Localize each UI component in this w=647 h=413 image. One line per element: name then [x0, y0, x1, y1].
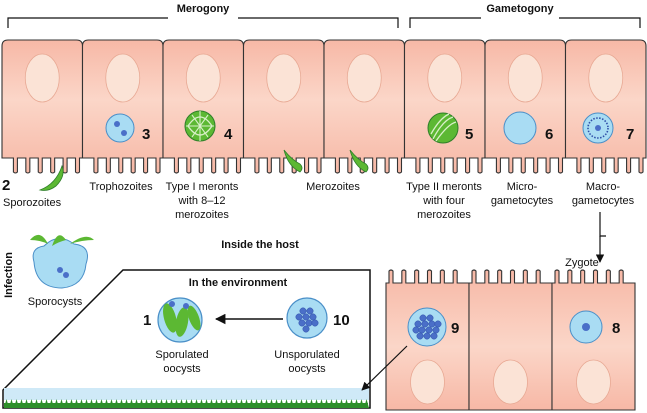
gametogony-heading: Gametogony — [486, 3, 554, 15]
stage-number-9: 9 — [451, 320, 459, 337]
stage-number-10: 10 — [333, 312, 350, 329]
stage-number-1: 1 — [143, 312, 151, 329]
label-macro-line1: Macro- — [586, 181, 621, 193]
type-i-meront-parasite — [184, 110, 216, 142]
stage-number-8: 8 — [612, 320, 620, 337]
stage-number-2: 2 — [2, 177, 10, 194]
in-environment-heading: In the environment — [189, 277, 288, 289]
label-trophozoites: Trophozoites — [89, 181, 153, 193]
stage-number-6: 6 — [545, 126, 553, 143]
label-micro-line2: gametocytes — [491, 195, 554, 207]
merozoite-shape-1 — [283, 149, 303, 173]
top-cell — [1, 39, 84, 174]
type-ii-meront-parasite — [427, 112, 459, 144]
label-sporulated-line1: Sporulated — [155, 349, 208, 361]
oocyst-in-cell — [407, 307, 447, 347]
bottom-cell — [468, 269, 553, 411]
label-type-i-line3: merozoites — [175, 209, 229, 221]
label-type-ii-line1: Type II meronts — [406, 181, 482, 193]
label-zygote: Zygote — [565, 257, 599, 269]
label-unsporulated-line2: oocysts — [288, 363, 326, 375]
sporozoite-shape — [38, 164, 64, 191]
stage-number-5: 5 — [465, 126, 473, 143]
label-unsporulated-line1: Unsporulated — [274, 349, 339, 361]
label-merozoites: Merozoites — [306, 181, 360, 193]
top-cell — [162, 39, 245, 174]
sporocyst-figure — [30, 234, 94, 289]
label-infection: Infection — [3, 252, 15, 298]
top-cell — [403, 39, 486, 174]
trophozoite-parasite — [105, 113, 135, 143]
label-type-i-line1: Type I meronts — [166, 181, 239, 193]
arrow-to-zygote — [599, 212, 606, 237]
label-micro-line1: Micro- — [507, 181, 538, 193]
stage-number-3: 3 — [142, 126, 150, 143]
unsporulated-oocyst — [286, 297, 328, 339]
top-cell — [564, 39, 647, 174]
label-type-ii-line3: merozoites — [417, 209, 471, 221]
merogony-heading: Merogony — [177, 3, 230, 15]
microgametocyte-parasite — [503, 111, 537, 145]
label-sporocysts: Sporocysts — [28, 296, 83, 308]
inside-host-heading: Inside the host — [221, 239, 299, 251]
merozoite-shape-2 — [349, 149, 369, 173]
stage-number-7: 7 — [626, 126, 634, 143]
zygote-parasite — [569, 310, 603, 344]
stage-number-4: 4 — [224, 126, 233, 143]
top-cell — [242, 39, 325, 174]
arrow-9-to-environment — [361, 345, 408, 391]
label-macro-line2: gametocytes — [572, 195, 635, 207]
grass-strip — [4, 399, 369, 408]
top-epithelial-row — [1, 39, 647, 174]
top-cell — [323, 39, 406, 174]
label-type-i-line2: with 8–12 — [177, 195, 225, 207]
label-sporozoites: Sporozoites — [3, 197, 62, 209]
sporulated-oocyst — [157, 297, 203, 343]
label-sporulated-line2: oocysts — [163, 363, 201, 375]
top-cell — [484, 39, 567, 174]
macrogametocyte-parasite — [582, 112, 614, 144]
label-type-ii-line2: with four — [422, 195, 465, 207]
top-cell — [81, 39, 164, 174]
